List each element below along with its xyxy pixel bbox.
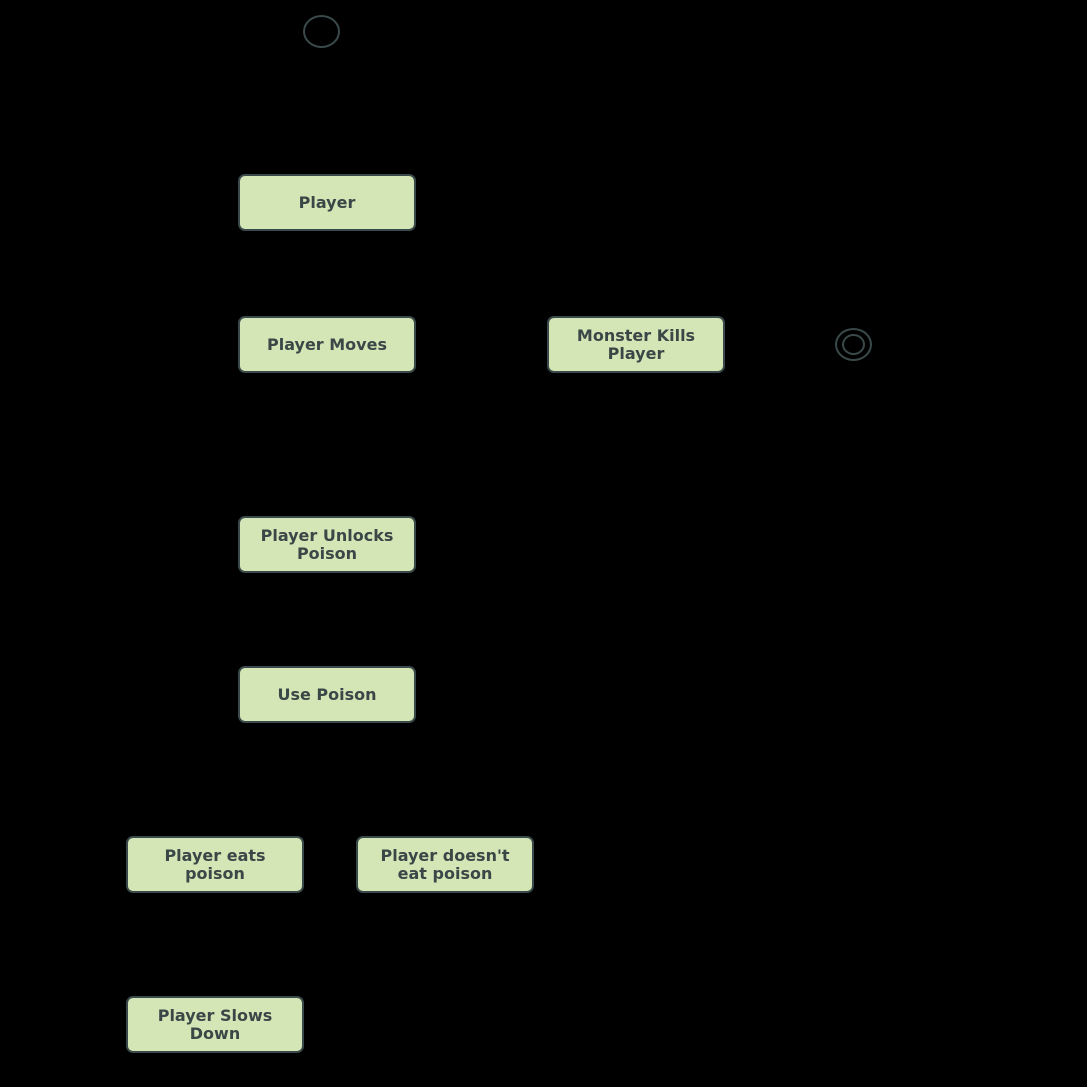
- state-use-poison[interactable]: Use Poison: [238, 666, 416, 723]
- state-player-moves[interactable]: Player Moves: [238, 316, 416, 373]
- state-player-label: Player: [298, 192, 356, 212]
- state-player-moves-label: Player Moves: [267, 334, 387, 354]
- edge-initial-to-player: [320, 47, 328, 175]
- final-state-node: [835, 328, 872, 361]
- state-player-doesnt-eat-poison[interactable]: Player doesn't eat poison: [356, 836, 534, 893]
- final-state-inner-ring: [842, 334, 865, 355]
- state-player-unlocks-poison-label: Player Unlocks Poison: [260, 525, 394, 563]
- state-player-eats-poison-label: Player eats poison: [164, 845, 266, 883]
- state-monster-kills-player[interactable]: Monster Kills Player: [547, 316, 725, 373]
- initial-state-node: [303, 15, 340, 48]
- state-monster-kills-player-label: Monster Kills Player: [576, 325, 696, 363]
- state-player-slows-down-label: Player Slows Down: [157, 1005, 273, 1043]
- state-use-poison-label: Use Poison: [277, 684, 377, 704]
- state-player-unlocks-poison[interactable]: Player Unlocks Poison: [238, 516, 416, 573]
- edge-use-poison-to-doesnt-eat: [369, 721, 411, 837]
- state-player-eats-poison[interactable]: Player eats poison: [126, 836, 304, 893]
- state-player-slows-down[interactable]: Player Slows Down: [126, 996, 304, 1053]
- edge-use-poison-to-eats-poison: [247, 721, 291, 837]
- state-player-doesnt-eat-poison-label: Player doesn't eat poison: [380, 845, 510, 883]
- state-player[interactable]: Player: [238, 174, 416, 231]
